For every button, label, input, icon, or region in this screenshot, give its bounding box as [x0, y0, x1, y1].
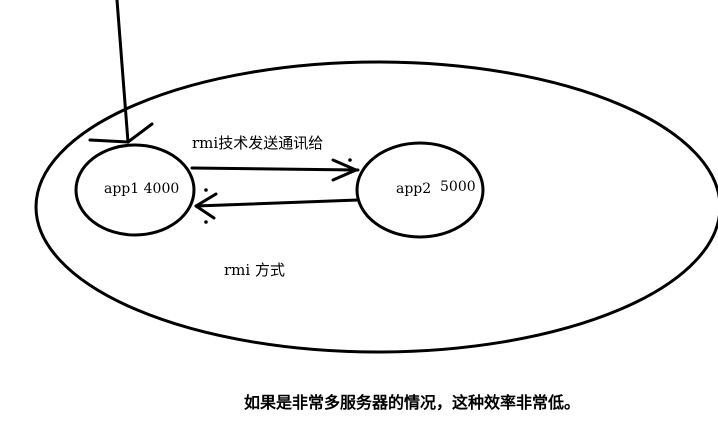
app2-node: [355, 141, 485, 239]
return-arrow-dot-bottom: [204, 220, 208, 224]
footer-note: 如果是非常多服务器的情况，这种效率非常低。: [244, 393, 580, 412]
container-label: rmi 方式: [224, 261, 285, 279]
forward-arrow-dot: [348, 158, 352, 162]
app2-port: 5000: [440, 179, 476, 195]
return-arrowhead-icon: [194, 192, 218, 220]
app1-label: app1 4000: [104, 181, 179, 197]
return-arrow-line: [194, 198, 360, 208]
system-boundary-ellipse: [34, 60, 718, 354]
app1-node: [74, 143, 196, 237]
forward-arrow-line: [190, 166, 360, 172]
incoming-arrowhead-icon: [88, 122, 154, 144]
return-arrow-dot-top: [204, 188, 208, 192]
forward-arrow-label: rmi技术发送通讯给: [192, 134, 323, 152]
forward-arrowhead-icon: [331, 158, 358, 182]
app2-label: app2: [396, 181, 431, 197]
incoming-request-line: [115, 0, 130, 144]
